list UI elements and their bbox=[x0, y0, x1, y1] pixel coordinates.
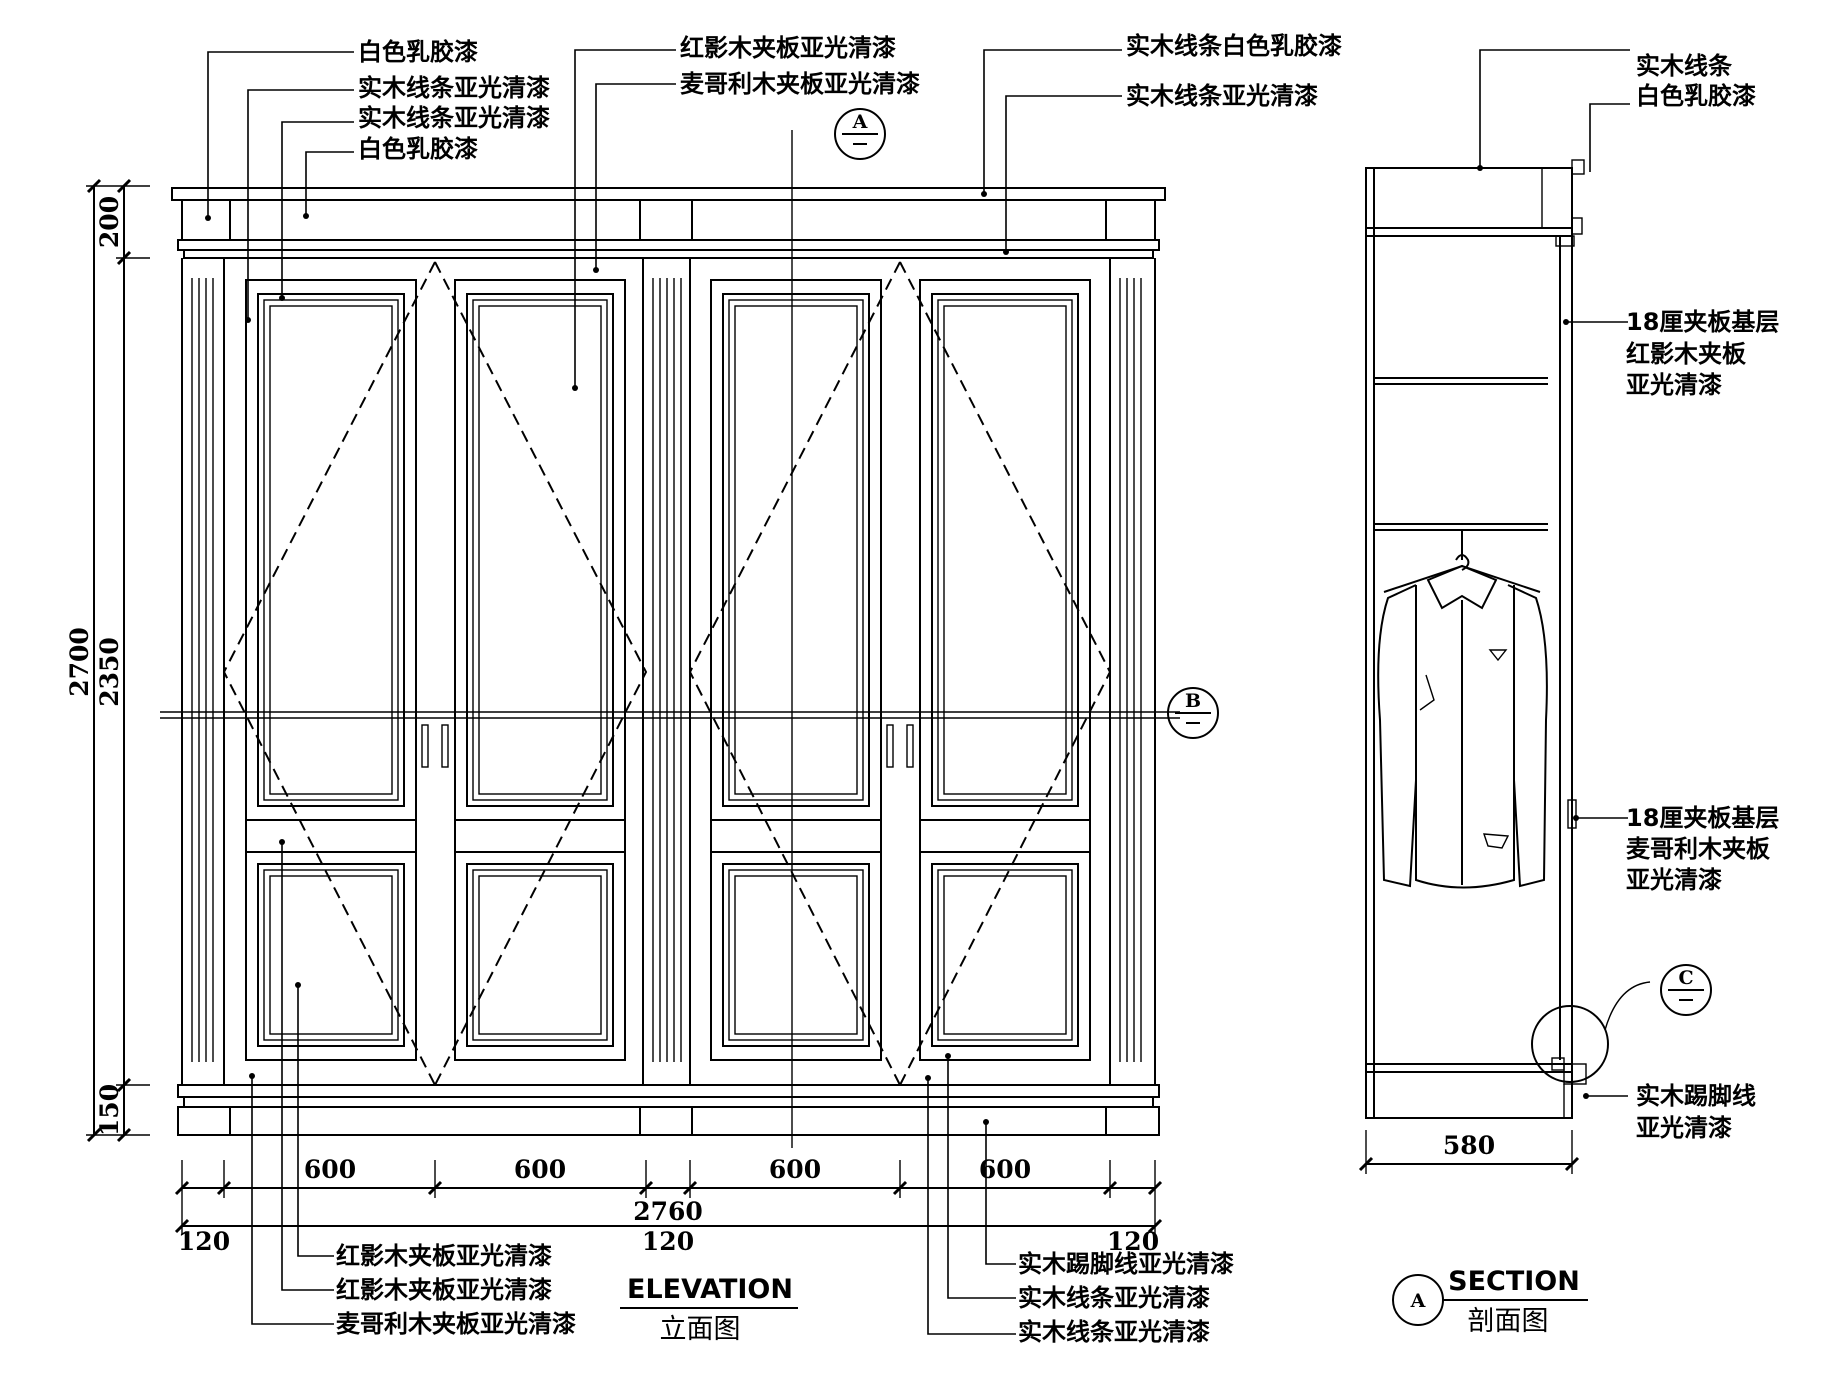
elevation-view: A B 2700 2350 200 150 bbox=[65, 32, 1342, 1346]
dim-body-height: 2350 bbox=[95, 637, 124, 707]
section-marker-a: A bbox=[834, 108, 886, 160]
section-note-base-2: 亚光清漆 bbox=[1636, 1114, 1732, 1142]
coat-icon bbox=[1377, 564, 1548, 889]
dim-door-width-3: 600 bbox=[769, 1155, 821, 1184]
note-top-center-2: 麦哥利木夹板亚光清漆 bbox=[680, 70, 920, 98]
dim-base-height: 150 bbox=[95, 1084, 124, 1136]
note-top-left-3: 实木线条亚光清漆 bbox=[358, 104, 550, 132]
leaders-bottom-left bbox=[249, 839, 334, 1325]
elevation-title-en: ELEVATION bbox=[627, 1274, 793, 1305]
dim-pilaster-middle: 120 bbox=[642, 1227, 694, 1256]
section-depth-dimension: 580 bbox=[1358, 1130, 1580, 1174]
detail-marker-c-label: C bbox=[1678, 967, 1693, 989]
note-top-left-4: 白色乳胶漆 bbox=[358, 135, 478, 163]
note-bottom-right-3: 实木线条亚光清漆 bbox=[1018, 1318, 1210, 1346]
dim-overall-height: 2700 bbox=[65, 627, 94, 697]
leaders-top-left bbox=[205, 51, 354, 323]
section-view: C 580 实木线条 白色乳胶漆 18厘夹板基层 红影木夹板 bbox=[1358, 49, 1779, 1337]
dim-door-width-4: 600 bbox=[979, 1155, 1031, 1184]
horizontal-dimensions: 600 600 600 600 2760 120 120 120 bbox=[174, 1155, 1163, 1256]
note-bottom-left-3: 麦哥利木夹板亚光清漆 bbox=[336, 1310, 576, 1338]
section-note-lower-3: 亚光清漆 bbox=[1626, 866, 1722, 894]
elevation-title: ELEVATION 立面图 bbox=[620, 1274, 798, 1345]
dim-top-height: 200 bbox=[95, 196, 124, 248]
section-marker-b-label: B bbox=[1185, 690, 1201, 712]
note-top-left-2: 实木线条亚光清漆 bbox=[358, 74, 550, 102]
leaders-top-center bbox=[572, 49, 676, 391]
door-3 bbox=[710, 279, 894, 1061]
section-title-cn: 剖面图 bbox=[1468, 1306, 1549, 1337]
door-swing-lines bbox=[222, 261, 1112, 1086]
section-marker-b: B bbox=[1167, 687, 1219, 739]
dim-door-width-1: 600 bbox=[304, 1155, 356, 1184]
section-title: A SECTION 剖面图 bbox=[1392, 1266, 1588, 1337]
section-note-upper-1: 18厘夹板基层 bbox=[1626, 308, 1779, 336]
plinth bbox=[177, 1084, 1160, 1136]
section-note-upper-3: 亚光清漆 bbox=[1626, 371, 1722, 399]
section-note-upper-2: 红影木夹板 bbox=[1626, 340, 1747, 368]
door-4 bbox=[906, 279, 1091, 1061]
section-cut-lines bbox=[160, 130, 1180, 1148]
cabinet-body bbox=[181, 258, 1156, 1085]
section-note-top-1: 实木线条 bbox=[1636, 52, 1733, 80]
door-1 bbox=[245, 279, 429, 1061]
section-title-marker: A bbox=[1410, 1290, 1426, 1312]
dim-pilaster-right: 120 bbox=[1107, 1227, 1159, 1256]
note-bottom-left-1: 红影木夹板亚光清漆 bbox=[336, 1242, 552, 1270]
note-top-right-2: 实木线条亚光清漆 bbox=[1126, 82, 1318, 110]
vertical-dimensions: 2700 2350 200 150 bbox=[65, 178, 150, 1143]
pilaster-middle bbox=[642, 258, 691, 1085]
section-note-top-2: 白色乳胶漆 bbox=[1636, 82, 1756, 110]
note-top-left-1: 白色乳胶漆 bbox=[358, 38, 478, 66]
section-title-en: SECTION bbox=[1448, 1266, 1580, 1297]
coat-hanger-icon bbox=[1383, 530, 1541, 593]
section-marker-a-label: A bbox=[852, 111, 868, 133]
section-note-lower-1: 18厘夹板基层 bbox=[1626, 804, 1779, 832]
pilaster-right bbox=[1109, 258, 1142, 1085]
leaders-top-right bbox=[981, 49, 1122, 255]
detail-marker-c: C bbox=[1531, 964, 1712, 1083]
section-note-base-1: 实木踢脚线 bbox=[1636, 1082, 1756, 1110]
pilaster-left bbox=[191, 258, 225, 1085]
section-leaders bbox=[1477, 49, 1630, 1099]
leaders-bottom-right bbox=[925, 1053, 1016, 1335]
door-2 bbox=[441, 279, 626, 1061]
dim-section-depth: 580 bbox=[1443, 1131, 1495, 1160]
elevation-title-cn: 立面图 bbox=[660, 1314, 741, 1345]
note-top-center-1: 红影木夹板亚光清漆 bbox=[680, 34, 896, 62]
note-top-right-1: 实木线条白色乳胶漆 bbox=[1126, 32, 1342, 60]
note-bottom-left-2: 红影木夹板亚光清漆 bbox=[336, 1276, 552, 1304]
dim-pilaster-left: 120 bbox=[178, 1227, 230, 1256]
dim-overall-width: 2760 bbox=[633, 1197, 703, 1226]
dim-door-width-2: 600 bbox=[514, 1155, 566, 1184]
note-bottom-right-2: 实木线条亚光清漆 bbox=[1018, 1284, 1210, 1312]
section-note-lower-2: 麦哥利木夹板 bbox=[1626, 835, 1771, 863]
top-cornice bbox=[171, 187, 1166, 259]
note-bottom-right-1: 实木踢脚线亚光清漆 bbox=[1018, 1250, 1234, 1278]
